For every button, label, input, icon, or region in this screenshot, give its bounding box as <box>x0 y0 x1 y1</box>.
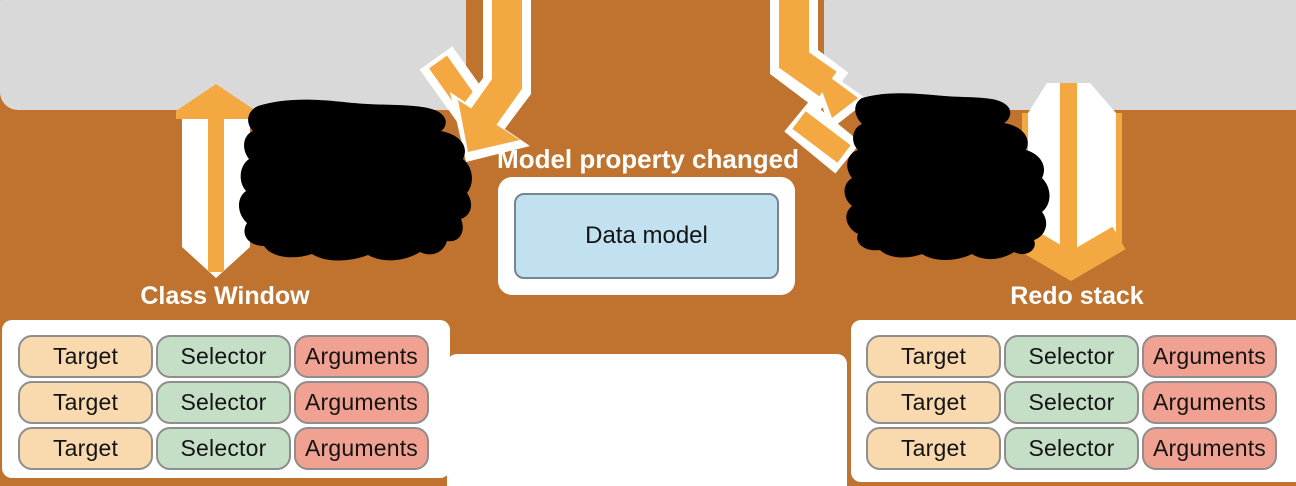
redo-stack-box <box>851 320 1296 482</box>
undo-stack-up-arrow <box>176 84 256 278</box>
top-right-gray-panel <box>824 0 1296 110</box>
data-model-container: Data model <box>498 177 795 295</box>
top-left-gray-panel <box>0 0 466 110</box>
bottom-center-white-notch <box>447 354 847 486</box>
class-window-stack-box <box>2 320 450 478</box>
redo-stack-down-arrow <box>1016 83 1126 282</box>
model-property-changed-label: Model property changed <box>497 144 799 174</box>
class-window-label: Class Window <box>140 282 310 310</box>
data-model-node: Data model <box>514 193 779 279</box>
redo-stack-label: Redo stack <box>1010 282 1144 310</box>
redacted-text-blob-left <box>238 99 472 261</box>
redacted-text-blob-right <box>844 93 1050 261</box>
